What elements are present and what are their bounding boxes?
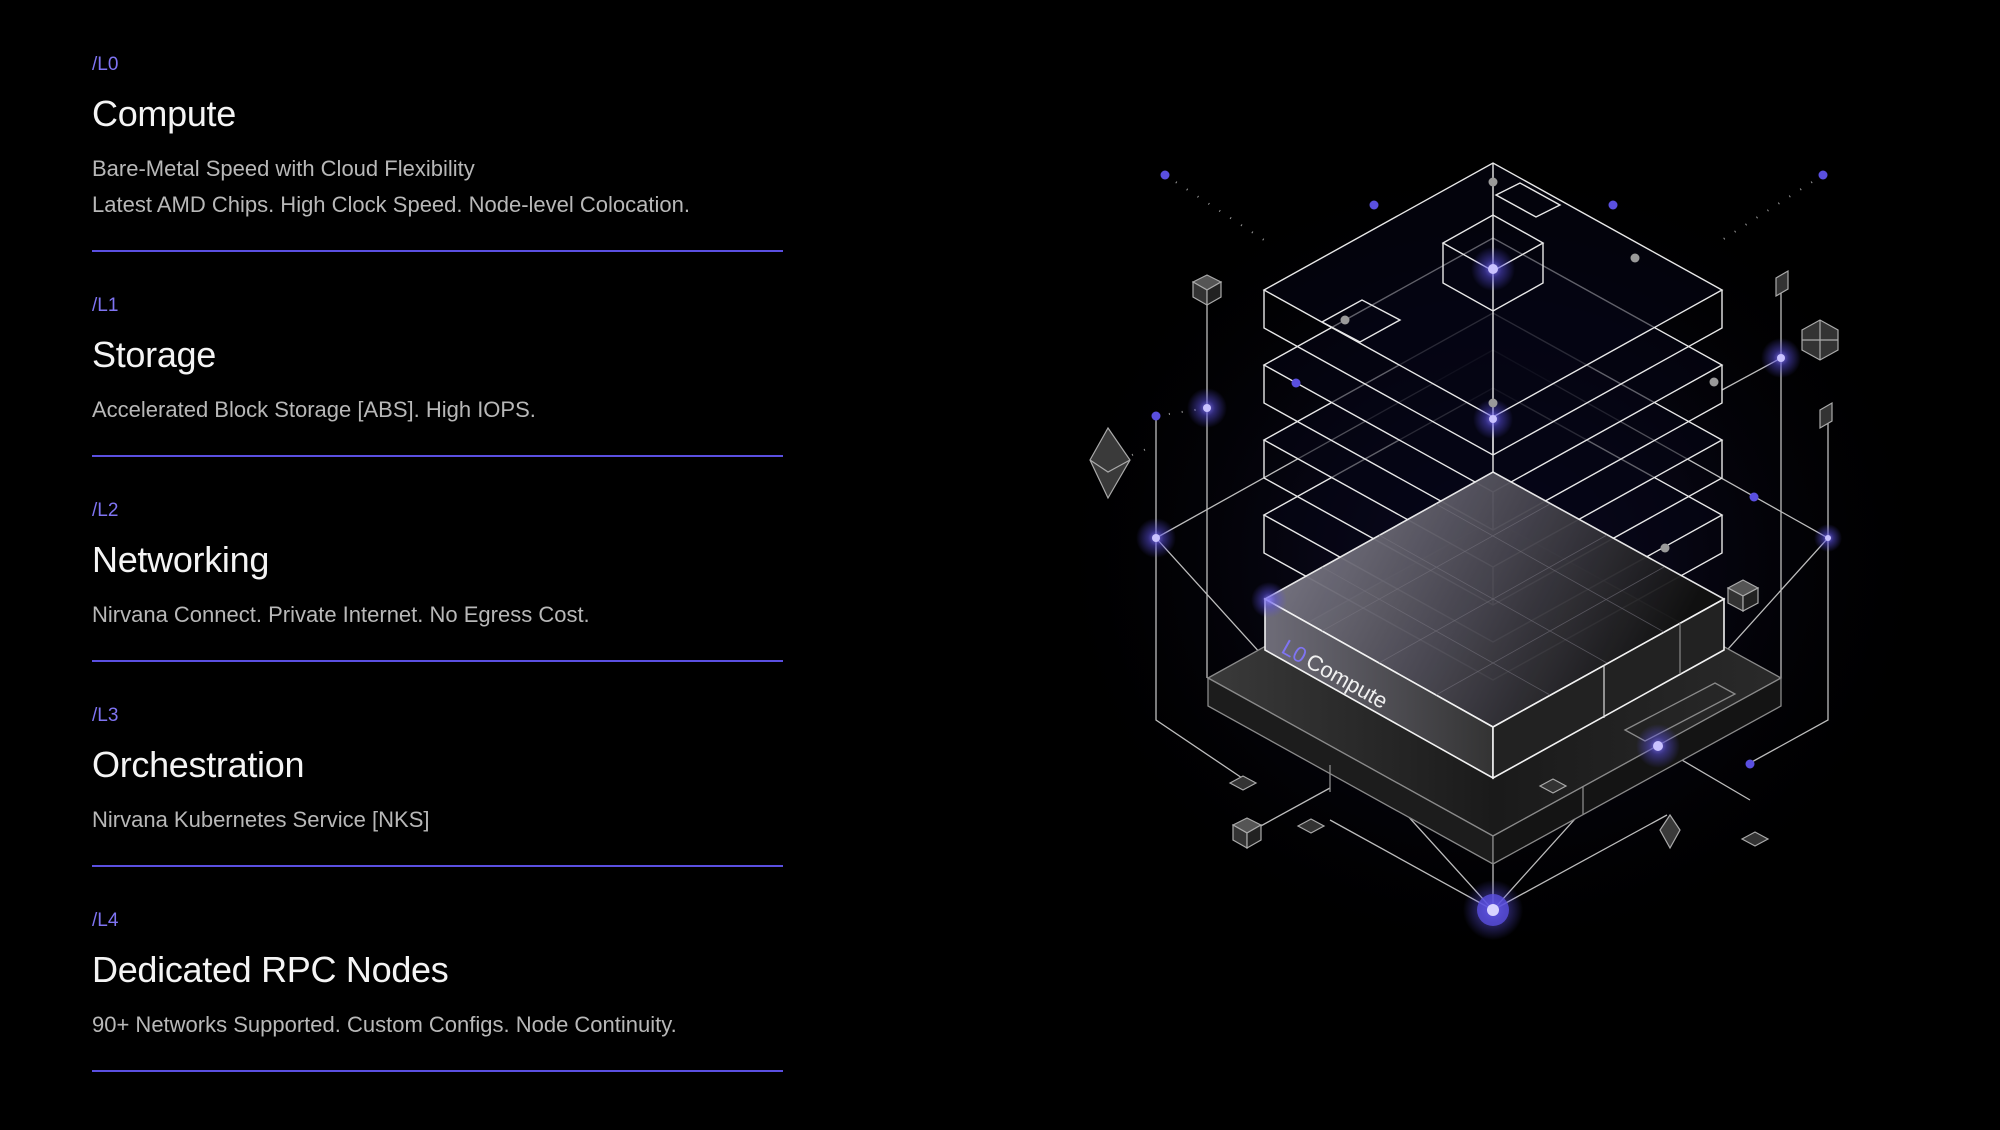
layer-item-compute[interactable]: /L0 Compute Bare-Metal Speed with Cloud … — [92, 11, 783, 252]
node-dot — [1291, 378, 1301, 388]
layer-description: Accelerated Block Storage [ABS]. High IO… — [92, 397, 536, 422]
glow-node — [1471, 247, 1515, 291]
glow-node — [1136, 518, 1176, 558]
pad-icon — [1740, 831, 1770, 847]
node-dot — [1749, 492, 1759, 502]
node-dot — [1709, 377, 1719, 387]
cluster-cube-icon — [1801, 319, 1839, 361]
glow-nodes — [1136, 170, 1842, 940]
glow-node — [1463, 880, 1523, 940]
glow-node — [1761, 338, 1801, 378]
divider — [92, 250, 783, 252]
floating-icons — [1089, 269, 1839, 850]
node-dot — [1608, 200, 1618, 210]
pad-icon — [1296, 818, 1326, 834]
node-dot — [1151, 411, 1161, 421]
layer-label: /L2 — [92, 500, 119, 521]
pad-icon — [1228, 775, 1258, 791]
layer-description: Nirvana Kubernetes Service [NKS] — [92, 807, 430, 832]
layer-title: Dedicated RPC Nodes — [92, 949, 449, 990]
description-line: Latest AMD Chips. High Clock Speed. Node… — [92, 192, 690, 217]
layer-title: Networking — [92, 539, 270, 580]
divider — [92, 1070, 783, 1072]
description-line: Bare-Metal Speed with Cloud Flexibility — [92, 156, 475, 181]
node-dot — [1369, 200, 1379, 210]
layer-title: Compute — [92, 93, 236, 134]
divider — [92, 660, 783, 662]
node-dot — [1340, 315, 1350, 325]
divider — [92, 455, 783, 457]
layer-item-orchestration[interactable]: /L3 Orchestration Nirvana Kubernetes Ser… — [92, 662, 783, 867]
layer-item-storage[interactable]: /L1 Storage Accelerated Block Storage [A… — [92, 252, 783, 457]
layer-description: Bare-Metal Speed with Cloud Flexibility … — [92, 151, 783, 223]
ethereum-icon — [1089, 426, 1131, 500]
glow-node — [1636, 724, 1680, 768]
pad-icon — [1538, 778, 1568, 794]
ethereum-icon — [1659, 813, 1681, 850]
glow-node — [1473, 399, 1513, 439]
node-dot — [1630, 253, 1640, 263]
node-dot — [1488, 177, 1498, 187]
cube-icon — [1726, 579, 1760, 612]
node-dot — [1745, 759, 1755, 769]
cube-icon — [1231, 817, 1263, 850]
layer-title: Storage — [92, 334, 216, 375]
cube-icon — [1191, 274, 1223, 307]
card-icon — [1819, 401, 1833, 430]
compute-slab: L0 Compute — [1263, 471, 1726, 780]
layer-item-networking[interactable]: /L2 Networking Nirvana Connect. Private … — [92, 457, 783, 662]
glow-node — [1814, 524, 1842, 552]
glow-node — [1251, 582, 1287, 618]
layer-description: 90+ Networks Supported. Custom Configs. … — [92, 1012, 677, 1037]
divider — [92, 865, 783, 867]
node-dot — [1488, 398, 1498, 408]
layer-label: /L3 — [92, 705, 119, 726]
node-dot — [1660, 543, 1670, 553]
node-dot — [1160, 170, 1170, 180]
layer-item-rpc-nodes[interactable]: /L4 Dedicated RPC Nodes 90+ Networks Sup… — [92, 867, 783, 1072]
layer-title: Orchestration — [92, 744, 305, 785]
layer-label: /L4 — [92, 910, 119, 931]
node-dot — [1818, 170, 1828, 180]
layer-list: /L0 Compute Bare-Metal Speed with Cloud … — [92, 11, 783, 1072]
layer-label: /L1 — [92, 295, 119, 316]
glow-node — [1187, 388, 1227, 428]
card-icon — [1775, 269, 1789, 298]
layer-label: /L0 — [92, 54, 119, 75]
layer-description: Nirvana Connect. Private Internet. No Eg… — [92, 602, 590, 627]
